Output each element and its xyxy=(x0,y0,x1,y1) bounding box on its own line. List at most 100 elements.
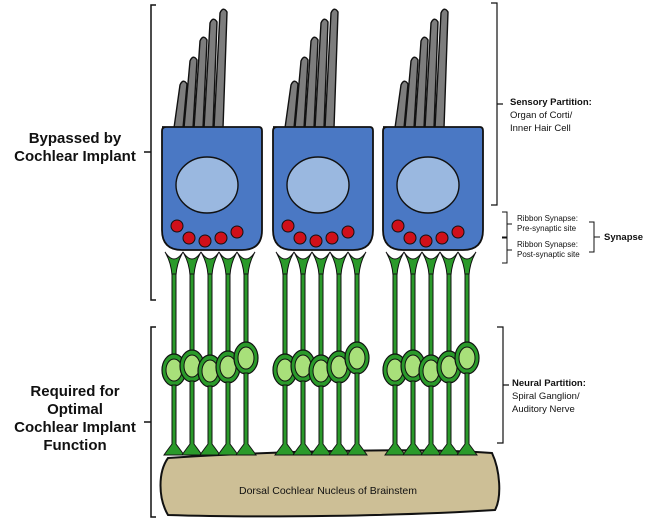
stereocilium xyxy=(294,56,309,129)
ribbon-synapse xyxy=(341,225,355,239)
spiral-ganglion-neuron xyxy=(436,251,462,456)
hair-cell-nucleus xyxy=(175,156,239,214)
hair-cell-nucleus xyxy=(396,156,460,214)
ribbon-synapse xyxy=(230,225,244,239)
ribbon-synapse xyxy=(170,219,184,233)
ribbon-synapse xyxy=(198,234,212,248)
central-process xyxy=(310,385,332,456)
peripheral-process xyxy=(225,273,231,352)
neuron-soma-inner xyxy=(386,358,404,382)
central-process xyxy=(420,385,442,456)
bypassed-bracket xyxy=(144,4,156,301)
post-synaptic-terminal xyxy=(439,251,459,276)
post-synaptic-terminal xyxy=(164,251,184,276)
post-synaptic-terminal xyxy=(457,251,477,276)
spiral-ganglion-neuron xyxy=(382,251,408,456)
peripheral-process xyxy=(171,273,177,355)
spiral-ganglion-neuron xyxy=(418,251,444,456)
peripheral-process xyxy=(410,273,416,351)
sensory-line2: Inner Hair Cell xyxy=(510,123,571,134)
stereocilium xyxy=(284,80,299,129)
peripheral-process xyxy=(243,273,249,343)
ribbon-synapse xyxy=(281,219,295,233)
stereocilium xyxy=(173,80,188,129)
neural-line2: Auditory Nerve xyxy=(512,404,575,415)
stereocilium xyxy=(314,18,329,129)
bypassed-label: Bypassed by Cochlear Implant xyxy=(0,130,150,166)
central-process xyxy=(235,372,257,456)
neuron-soma-inner xyxy=(348,346,366,370)
required-label: Required for Optimal Cochlear Implant Fu… xyxy=(0,383,150,455)
stereocilium xyxy=(304,36,319,129)
pre-synaptic-line2: Pre-synaptic site xyxy=(517,224,577,233)
hair-cell-group xyxy=(161,8,484,251)
post-synaptic-terminal xyxy=(200,251,220,276)
ribbon-synapse xyxy=(419,234,433,248)
hair-cell-nucleus xyxy=(286,156,350,214)
required-label-line1: Required for xyxy=(30,383,120,400)
stereocilium xyxy=(213,8,228,129)
spiral-ganglion-neuron xyxy=(179,251,205,456)
spiral-ganglion-neuron xyxy=(454,251,480,456)
peripheral-process xyxy=(207,273,213,356)
central-process xyxy=(384,384,406,456)
neuron-soma-inner xyxy=(312,359,330,383)
post-synaptic-terminal xyxy=(403,251,423,276)
required-label-line3: Cochlear Implant xyxy=(14,419,136,436)
ribbon-synapse xyxy=(293,231,307,245)
spiral-ganglion-neuron xyxy=(344,251,370,456)
neuron-soma-inner xyxy=(201,359,219,383)
neuron-soma-inner xyxy=(422,359,440,383)
post-synaptic-bracket xyxy=(502,237,512,264)
spiral-ganglion-neuron xyxy=(272,251,298,456)
post-synaptic-terminal xyxy=(329,251,349,276)
post-synaptic-terminal xyxy=(293,251,313,276)
neural-label: Neural Partition: Spiral Ganglion/ Audit… xyxy=(512,377,586,416)
central-process xyxy=(274,384,296,456)
stereocilium xyxy=(394,80,409,129)
peripheral-process xyxy=(300,273,306,351)
stereocilium xyxy=(424,18,439,129)
central-process xyxy=(438,381,460,456)
peripheral-process xyxy=(464,273,470,343)
neuron-group xyxy=(161,251,480,456)
post-synaptic-label: Ribbon Synapse: Post-synaptic site xyxy=(517,240,580,260)
central-process xyxy=(217,381,239,456)
neuron-soma-inner xyxy=(165,358,183,382)
sensory-bracket xyxy=(491,2,503,206)
central-process xyxy=(181,380,203,456)
post-synaptic-terminal xyxy=(347,251,367,276)
central-process xyxy=(163,384,185,456)
post-synaptic-terminal xyxy=(236,251,256,276)
peripheral-process xyxy=(354,273,360,343)
neuron-soma-inner xyxy=(458,346,476,370)
sensory-title: Sensory Partition: xyxy=(510,97,592,108)
spiral-ganglion-neuron xyxy=(233,251,259,456)
stereocilium xyxy=(434,8,449,129)
central-process xyxy=(402,380,424,456)
peripheral-process xyxy=(336,273,342,352)
spiral-ganglion-neuron xyxy=(197,251,223,456)
inner-hair-cell-2 xyxy=(272,8,374,251)
pre-synaptic-bracket xyxy=(502,211,512,238)
spiral-ganglion-neuron xyxy=(308,251,334,456)
central-process xyxy=(346,372,368,456)
bypassed-label-line2: Cochlear Implant xyxy=(14,148,136,165)
inner-hair-cell-1 xyxy=(161,8,263,251)
post-synaptic-terminal xyxy=(311,251,331,276)
inner-hair-cell-3 xyxy=(382,8,484,251)
brainstem-shape xyxy=(159,449,501,518)
sensory-line1: Organ of Corti/ xyxy=(510,110,573,121)
spiral-ganglion-neuron xyxy=(290,251,316,456)
neural-bracket xyxy=(497,326,509,444)
spiral-ganglion-neuron xyxy=(215,251,241,456)
peripheral-process xyxy=(392,273,398,355)
peripheral-process xyxy=(446,273,452,352)
ribbon-synapse xyxy=(391,219,405,233)
stereocilium xyxy=(193,36,208,129)
ribbon-synapse xyxy=(182,231,196,245)
post-synaptic-terminal xyxy=(275,251,295,276)
spiral-ganglion-neuron xyxy=(161,251,187,456)
stereocilium xyxy=(203,18,218,129)
